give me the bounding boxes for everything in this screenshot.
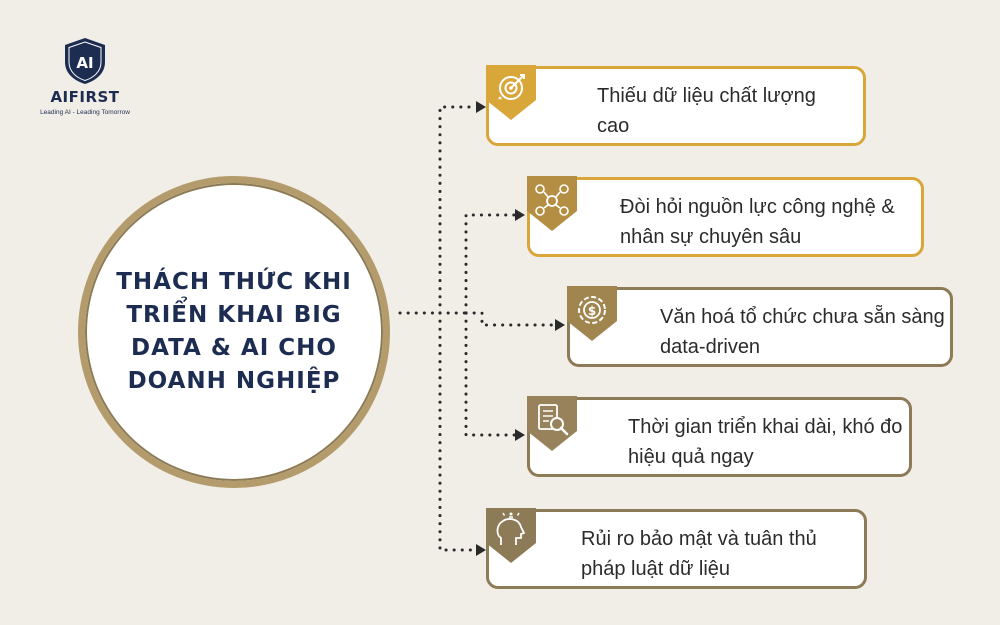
arrowhead-5 bbox=[476, 544, 486, 556]
challenge-text-3: Văn hoá tổ chức chưa sẵn sàng data-drive… bbox=[660, 306, 945, 358]
diagram-title: THÁCH THỨC KHI TRIỂN KHAI BIG DATA & AI … bbox=[116, 269, 352, 394]
brand-tagline: Leading AI - Leading Tomorrow bbox=[40, 109, 130, 116]
challenge-card-2: Đòi hỏi nguồn lực công nghệ & nhân sự ch… bbox=[527, 176, 924, 257]
challenge-text-1: Thiếu dữ liệu chất lượng cao bbox=[597, 85, 816, 137]
arrowhead-4 bbox=[515, 429, 525, 441]
challenge-card-4: Thời gian triển khai dài, khó đo hiệu qu… bbox=[527, 396, 912, 477]
challenge-text-5: Rủi ro bảo mật và tuân thủ pháp luật dữ … bbox=[581, 528, 817, 580]
resources-icon bbox=[527, 176, 577, 231]
connector-2 bbox=[464, 213, 517, 315]
arrowhead-1 bbox=[476, 101, 486, 113]
shield-logo-icon: AI bbox=[65, 38, 105, 84]
arrowhead-2 bbox=[515, 209, 525, 221]
connector-5 bbox=[438, 311, 478, 552]
brand-name: AIFIRST bbox=[50, 88, 120, 106]
logo-mark: AI bbox=[76, 54, 93, 72]
challenge-text-2: Đòi hỏi nguồn lực công nghệ & nhân sự ch… bbox=[620, 196, 895, 248]
arrowhead-3 bbox=[555, 319, 565, 331]
challenge-card-5: Rủi ro bảo mật và tuân thủ pháp luật dữ … bbox=[486, 508, 867, 589]
target-icon bbox=[486, 65, 536, 120]
connector-4 bbox=[464, 311, 517, 437]
dollar-gear-icon: $ bbox=[567, 286, 617, 341]
document-search-icon bbox=[527, 396, 577, 451]
challenge-card-1: Thiếu dữ liệu chất lượng cao bbox=[486, 65, 866, 146]
svg-text:$: $ bbox=[588, 304, 596, 318]
logo: AI AIFIRST Leading AI - Leading Tomorrow bbox=[30, 36, 140, 116]
challenge-text-4: Thời gian triển khai dài, khó đo hiệu qu… bbox=[628, 416, 903, 468]
idea-head-icon bbox=[486, 508, 536, 563]
connector-3 bbox=[464, 311, 557, 327]
connector-1 bbox=[438, 105, 478, 315]
central-circle: THÁCH THỨC KHI TRIỂN KHAI BIG DATA & AI … bbox=[78, 176, 390, 488]
challenge-card-3: $ Văn hoá tổ chức chưa sẵn sàng data-dri… bbox=[567, 286, 953, 367]
